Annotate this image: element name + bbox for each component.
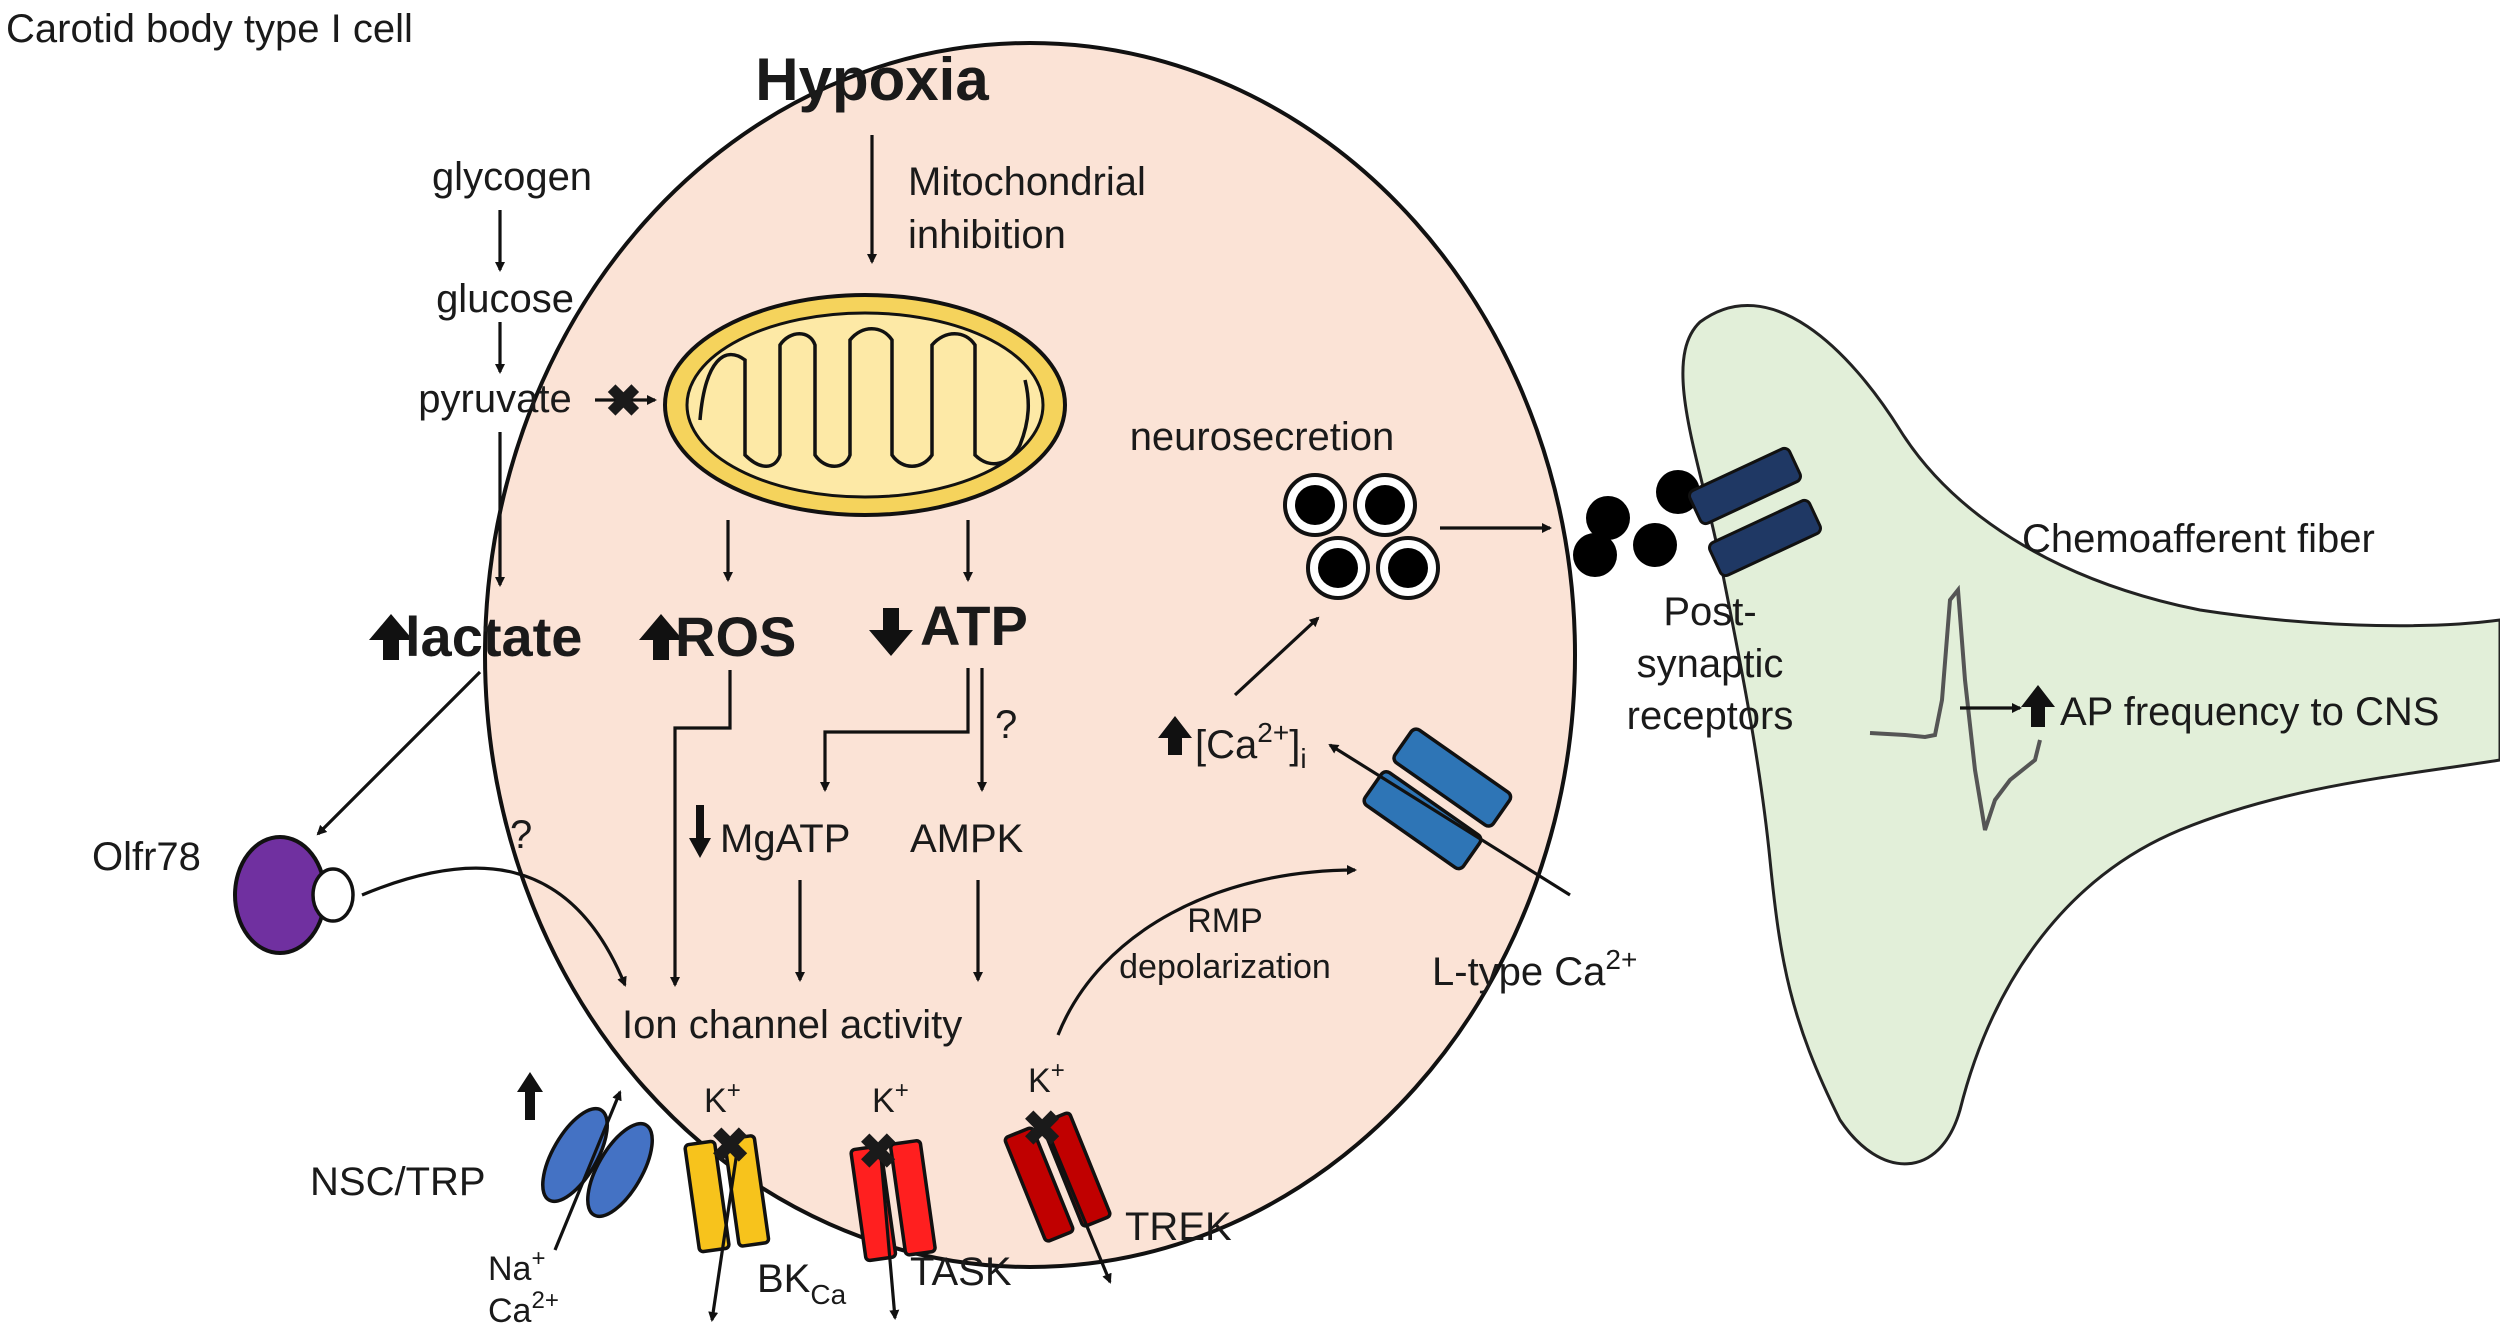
post-synaptic-line1: Post- <box>1663 590 1756 634</box>
arrow-atp-mgatp <box>820 668 970 792</box>
postsynaptic-receptors <box>1688 446 1822 578</box>
post-synaptic-line3: receptors <box>1627 694 1794 738</box>
bkca-channel <box>683 1134 771 1322</box>
up-arrow-nsc <box>517 1072 543 1120</box>
ca-ion-label: Ca2+ <box>488 1287 559 1330</box>
nsc-trp-channel <box>541 1090 654 1251</box>
atp-label: ATP <box>920 594 1028 657</box>
task-channel <box>849 1139 937 1320</box>
arrow-lactate-olfr78 <box>316 670 482 836</box>
question-olfr: ? <box>510 813 532 857</box>
block-x-task: ✖ <box>858 1126 898 1179</box>
mito-inhibition-line1: Mitochondrial <box>908 160 1146 204</box>
rmp-line1: RMP <box>1187 902 1263 940</box>
blocked-x-pyruvate: ✖ <box>605 377 642 426</box>
ltype-label: L-type Ca2+ <box>1432 944 1637 994</box>
question-ampk: ? <box>995 703 1017 747</box>
olfr78-label: Olfr78 <box>92 835 201 879</box>
chemoafferent-fiber <box>1681 303 2500 1166</box>
pyruvate-label: pyruvate <box>418 377 571 421</box>
glucose-label: glucose <box>436 277 574 321</box>
arrow-ion-channel-ltype <box>1056 865 1357 1036</box>
glycogen-label: glycogen <box>432 155 592 199</box>
down-arrow-mgatp <box>689 805 711 858</box>
released-transmitter <box>1573 470 1700 577</box>
ap-frequency-label: AP frequency to CNS <box>2060 690 2439 734</box>
bkca-label: BKCa <box>757 1257 847 1310</box>
rmp-line2: depolarization <box>1119 948 1331 986</box>
lactate-label: lactate <box>405 605 582 668</box>
neurosecretion-label: neurosecretion <box>1130 415 1395 459</box>
fiber-label: Chemoafferent fiber <box>2022 517 2375 561</box>
ros-label: ROS <box>675 605 796 668</box>
trek-channel <box>1003 1111 1112 1284</box>
hypoxia-label: Hypoxia <box>755 46 989 113</box>
cell-label: Carotid body type I cell <box>6 7 413 51</box>
k-ion-task: K+ <box>872 1077 909 1120</box>
task-label: TASK <box>910 1250 1012 1294</box>
arrow-calcium-vesicles <box>1233 616 1320 697</box>
l-type-calcium-channel <box>1328 727 1571 897</box>
k-ion-bk: K+ <box>704 1077 741 1120</box>
mgatp-label: MgATP <box>720 817 850 861</box>
mitochondrion <box>663 293 1067 517</box>
na-ion-label: Na+ <box>488 1245 545 1288</box>
down-arrow-atp <box>869 608 913 656</box>
post-synaptic-line2: synaptic <box>1637 642 1784 686</box>
neurosecretion-vesicles <box>1283 473 1440 600</box>
action-potential-trace <box>1869 584 2042 831</box>
up-arrow-calcium <box>1158 716 1192 755</box>
olfr78-receptor <box>233 835 355 955</box>
calcium-label: [Ca2+]i <box>1195 717 1307 774</box>
nsc-trp-label: NSC/TRP <box>310 1160 486 1204</box>
ion-channel-activity-label: Ion channel activity <box>622 1003 962 1047</box>
up-arrow-ap <box>2021 685 2055 727</box>
arrow-olfr78-ion-channel <box>361 866 627 987</box>
mito-inhibition-line2: inhibition <box>908 213 1066 257</box>
block-x-bk: ✖ <box>710 1120 750 1173</box>
block-x-trek: ✖ <box>1022 1103 1062 1156</box>
ampk-label: AMPK <box>910 817 1024 861</box>
up-arrow-lactate <box>369 614 413 660</box>
k-ion-trek: K+ <box>1028 1057 1065 1100</box>
arrow-ros-ion-channel <box>670 670 732 987</box>
trek-label: TREK <box>1125 1205 1232 1249</box>
up-arrow-ros <box>639 614 683 660</box>
